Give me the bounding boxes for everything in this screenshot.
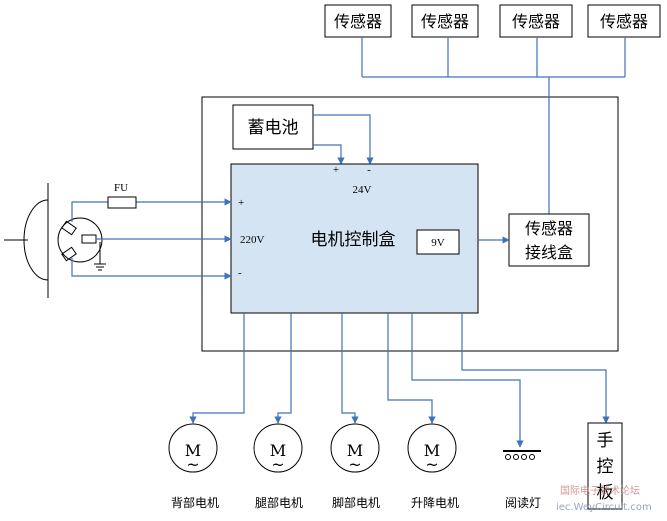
mains-wires: [71, 198, 232, 280]
input-plus: +: [238, 197, 244, 209]
svg-text:~: ~: [348, 455, 361, 474]
fuse: [107, 196, 137, 209]
hand-control-panel: 手 控 板: [587, 422, 623, 510]
battery-plus: +: [333, 164, 339, 176]
reading-lamp-label: 阅读灯: [505, 496, 541, 510]
motor-back: M ~ 背部电机: [168, 423, 219, 510]
svg-text:传感器: 传感器: [421, 12, 469, 31]
ground-symbol: [94, 242, 106, 271]
svg-text:板: 板: [597, 483, 614, 503]
svg-text:手: 手: [597, 431, 614, 451]
sensor-2: 传感器: [411, 4, 479, 38]
controller-title: 电机控制盒: [311, 230, 396, 250]
input-minus: -: [238, 267, 242, 279]
svg-text:~: ~: [425, 455, 438, 474]
power-plug: [4, 183, 103, 298]
svg-text:~: ~: [271, 455, 284, 474]
sensor-bus: [361, 37, 626, 214]
sensor-1: 传感器: [324, 4, 392, 38]
sensor-3: 传感器: [499, 4, 573, 38]
svg-text:iec.WeyCircuit.com: iec.WeyCircuit.com: [556, 502, 652, 513]
svg-text:9V: 9V: [431, 237, 445, 249]
svg-text:M: M: [185, 441, 201, 460]
svg-text:接线盒: 接线盒: [525, 243, 573, 262]
fuse-label: FU: [114, 182, 128, 194]
battery-wires: [313, 114, 374, 165]
reading-lamp: 阅读灯: [503, 450, 541, 510]
sensor-4: 传感器: [587, 4, 661, 38]
motor-back-label: 背部电机: [171, 495, 219, 510]
svg-text:~: ~: [186, 455, 199, 474]
battery: 蓄电池: [232, 104, 314, 150]
motor-leg-label: 腿部电机: [255, 495, 303, 510]
motor-lift: M ~ 升降电机: [407, 423, 459, 510]
battery-minus: -: [367, 164, 371, 176]
watermark: 国际电子技术论坛 iec.WeyCircuit.com: [556, 484, 652, 513]
svg-text:传感器: 传感器: [512, 12, 560, 31]
label-24v: 24V: [353, 184, 372, 196]
svg-text:传感器: 传感器: [525, 219, 573, 238]
motor-lift-label: 升降电机: [411, 496, 459, 510]
svg-text:传感器: 传感器: [334, 12, 382, 31]
svg-text:控: 控: [597, 457, 614, 477]
motor-wires: [189, 313, 610, 448]
label-220v: 220V: [240, 234, 265, 246]
9v-output: 9V: [416, 229, 460, 255]
svg-text:国际电子技术论坛: 国际电子技术论坛: [560, 484, 640, 497]
sensor-junction-box: 传感器 接线盒: [508, 213, 590, 267]
svg-text:M: M: [424, 441, 440, 460]
motor-foot-label: 脚部电机: [332, 495, 380, 510]
svg-text:传感器: 传感器: [600, 12, 648, 31]
motor-foot: M ~ 脚部电机: [330, 423, 380, 510]
svg-text:蓄电池: 蓄电池: [248, 118, 299, 138]
motor-leg: M ~ 腿部电机: [253, 423, 303, 510]
svg-text:M: M: [347, 441, 363, 460]
svg-text:M: M: [270, 441, 286, 460]
